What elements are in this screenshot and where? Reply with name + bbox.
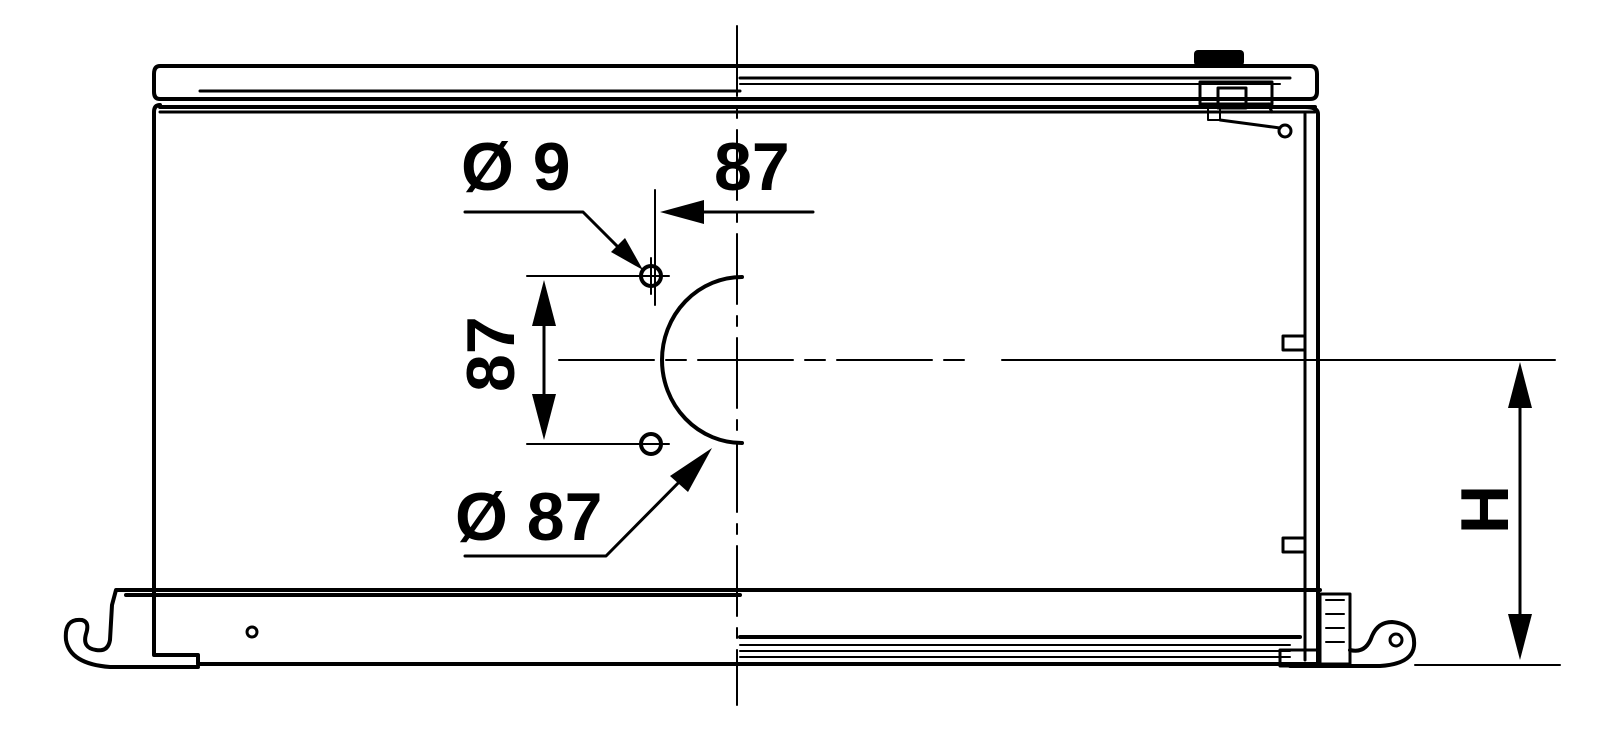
lock-icon	[1194, 50, 1293, 139]
lid	[152, 64, 1319, 101]
dim-hole-diameter-label: Ø 9	[461, 129, 571, 205]
dimension-horizontal-offset: 87	[654, 129, 815, 306]
enclosure-body	[152, 103, 1322, 666]
right-hinge-icon	[1278, 592, 1417, 668]
bottom-rail	[124, 588, 1322, 658]
dim-vertical-label: 87	[453, 316, 529, 392]
left-hinge-icon	[63, 588, 200, 669]
dimension-cutout-diameter: Ø 87	[455, 448, 712, 558]
dim-horizontal-label: 87	[714, 129, 790, 205]
dimension-hole-diameter: Ø 9	[461, 129, 643, 270]
cutout	[632, 257, 744, 456]
dim-cutout-label: Ø 87	[455, 479, 602, 555]
dimension-height: H	[1414, 362, 1561, 666]
center-lines	[558, 25, 1556, 706]
dim-height-label: H	[1447, 485, 1523, 534]
dimension-vertical-spacing: 87	[453, 275, 652, 445]
